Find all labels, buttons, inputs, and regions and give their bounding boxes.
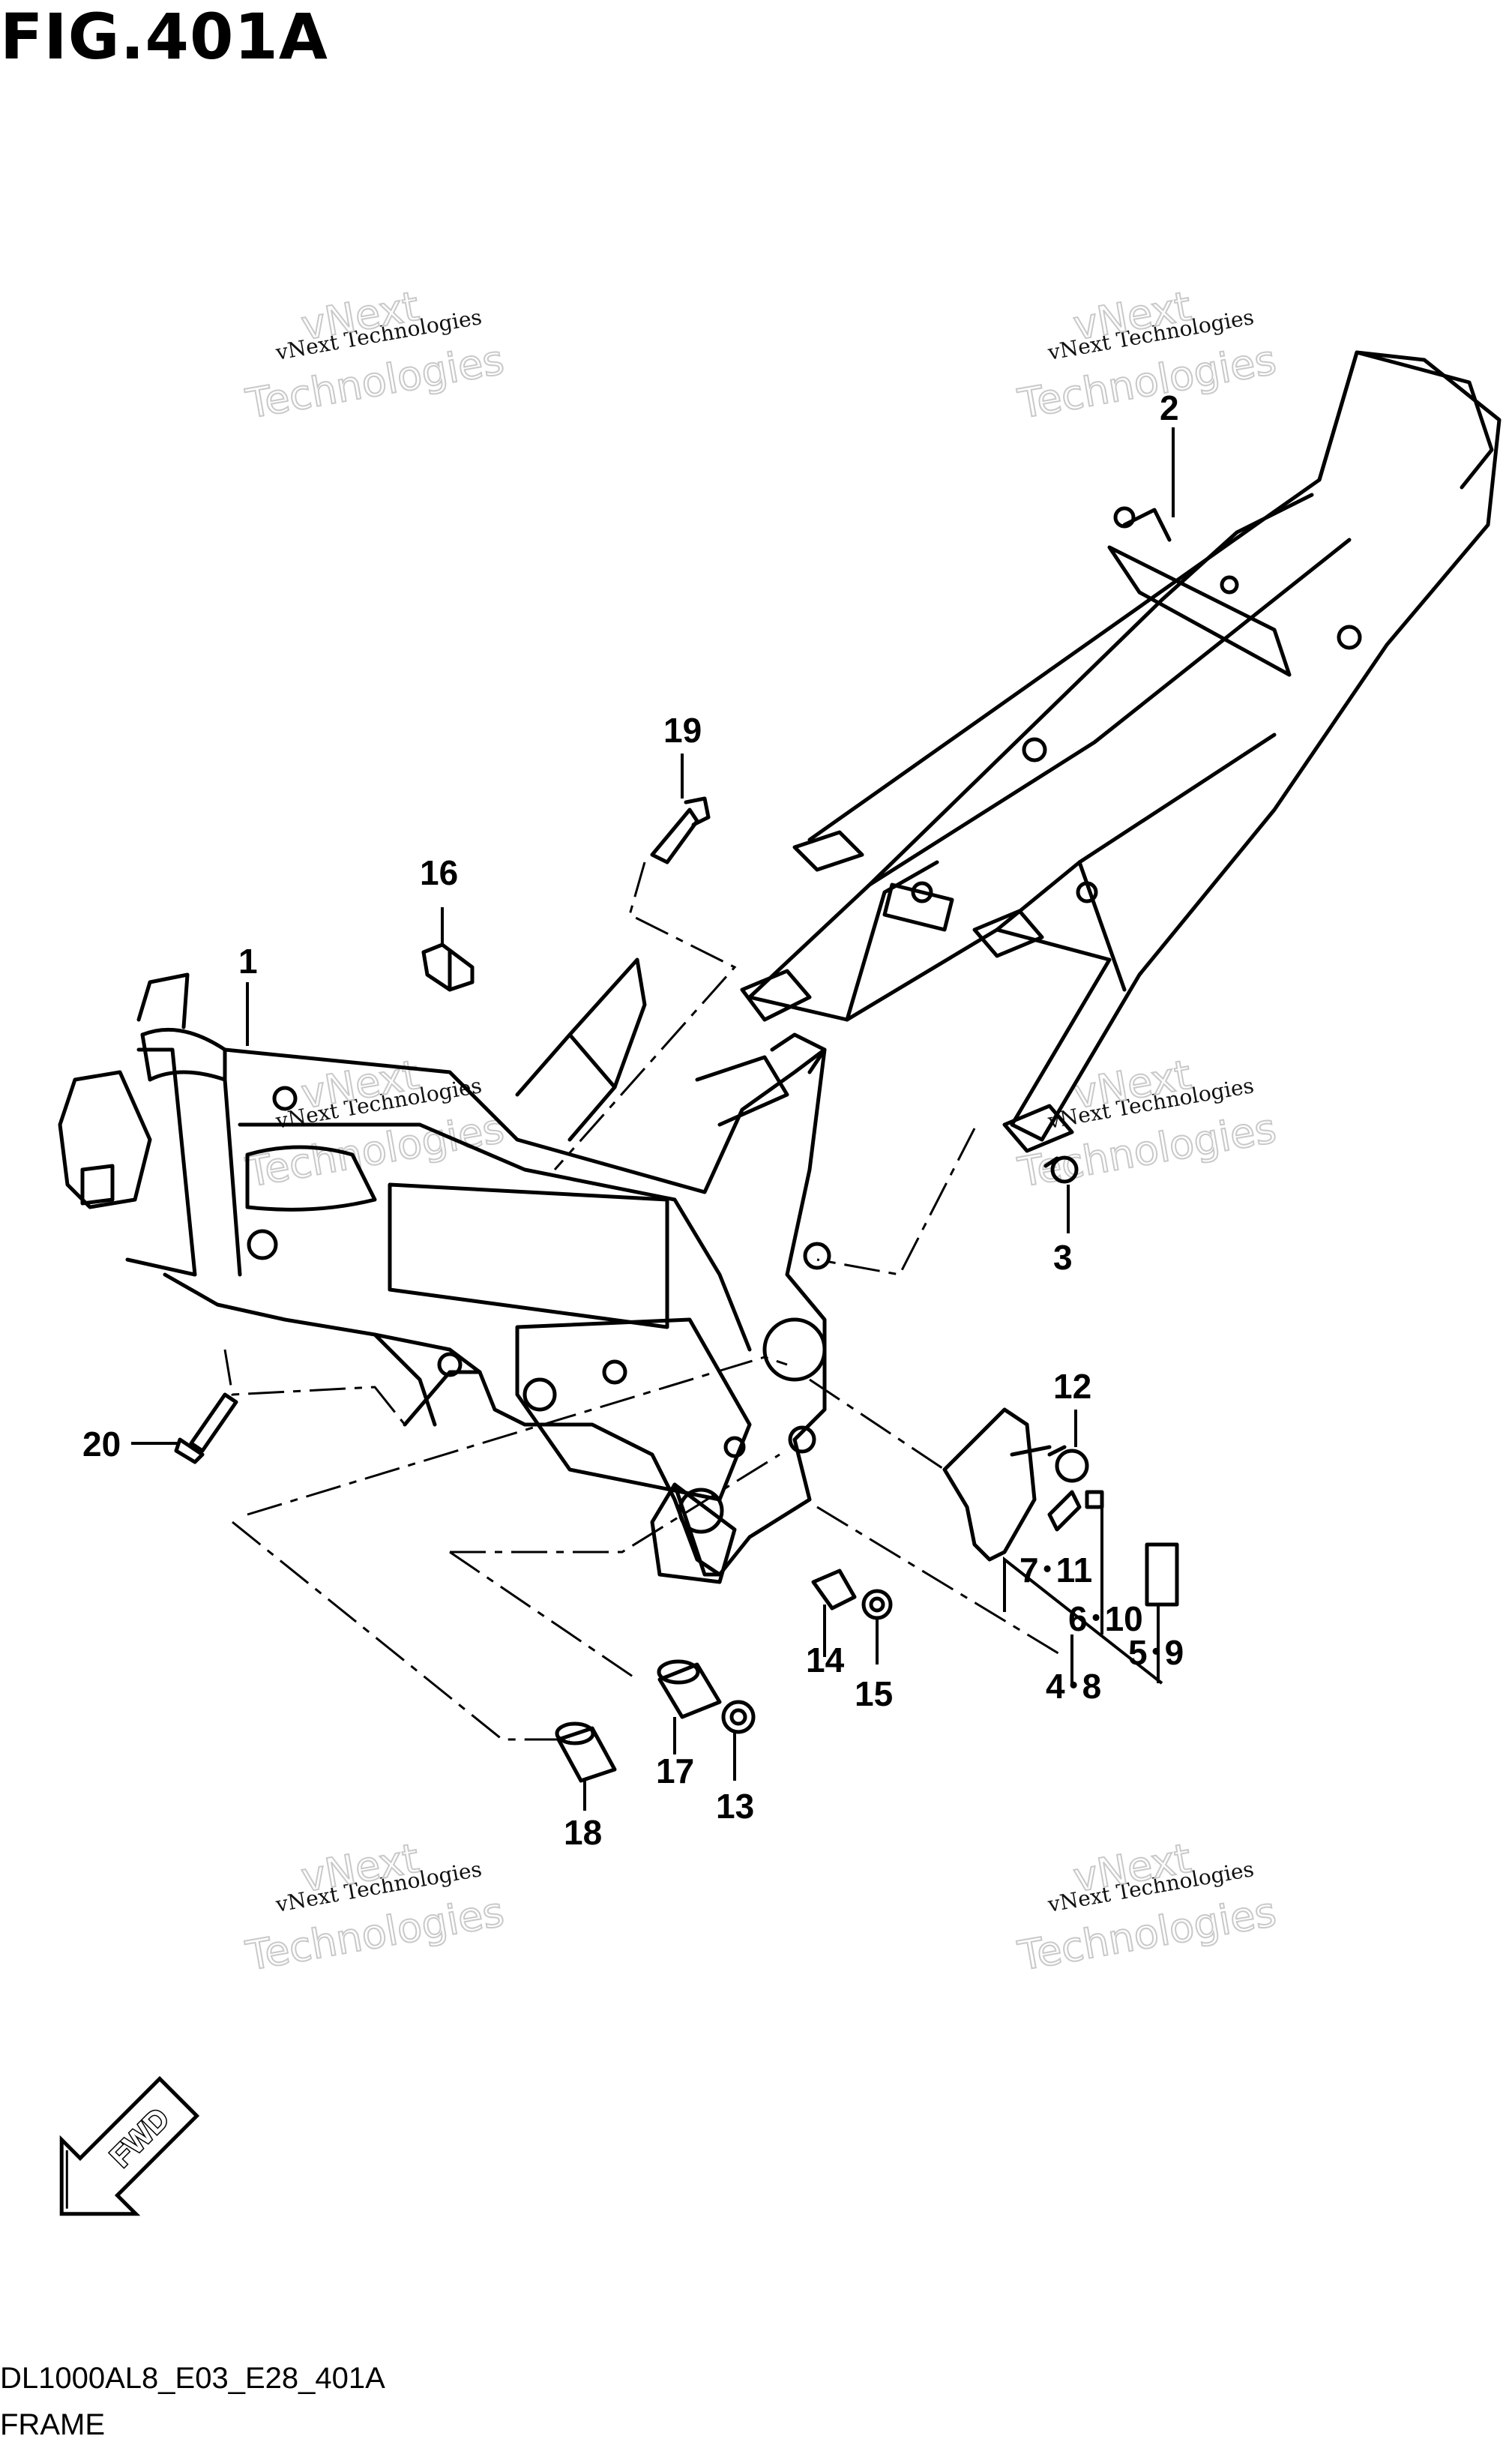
figure-code: DL1000AL8_E03_E28_401A [0, 2362, 385, 2395]
callout-3: 3 [1053, 1238, 1073, 1277]
part-3-screw [1043, 1155, 1079, 1184]
callout-labels: 1 2 3 16 19 20 12 7･11 6･10 5･9 4･8 14 1… [82, 388, 1184, 1852]
part-12-screw [1047, 1445, 1089, 1483]
callout-19: 19 [663, 711, 702, 750]
seat-rail-subframe [740, 350, 1502, 1153]
leader-lines [131, 427, 1175, 1811]
callout-5-9: 5･9 [1128, 1633, 1184, 1672]
figure-title: FIG.401A [0, 0, 328, 73]
callout-18: 18 [564, 1813, 602, 1852]
watermark-top-right: vNext Technologies vNext Technologies [1013, 282, 1280, 429]
callout-16: 16 [420, 853, 458, 892]
callout-6-10: 6･10 [1068, 1599, 1143, 1638]
part-17-collar [657, 1659, 722, 1719]
callout-17: 17 [656, 1751, 694, 1790]
part-19-bolt [650, 796, 711, 864]
watermark-mid-right: vNext Technologies vNext Technologies [1013, 1050, 1280, 1197]
part-13-nut [721, 1700, 756, 1734]
callout-4-8: 4･8 [1046, 1667, 1101, 1706]
watermark-bottom-left: vNext Technologies vNext Technologies [241, 1834, 508, 1981]
callout-15: 15 [855, 1674, 893, 1713]
figure-name: FRAME [0, 2408, 105, 2441]
callout-14: 14 [806, 1640, 845, 1679]
callout-12: 12 [1053, 1367, 1091, 1406]
watermark-bottom-right: vNext Technologies vNext Technologies [1013, 1834, 1280, 1981]
callout-20: 20 [82, 1425, 121, 1464]
callout-2: 2 [1160, 388, 1179, 427]
callout-7-11: 7･11 [1019, 1551, 1092, 1590]
watermark-mid-left: vNext Technologies vNext Technologies [241, 1050, 508, 1197]
dashed-guides [223, 861, 1065, 1741]
watermark-top-left: vNext Technologies vNext Technologies [241, 282, 508, 429]
part-18-collar [555, 1721, 617, 1783]
forward-arrow-icon: FWD [59, 2075, 200, 2216]
side-cover-bracket [942, 1407, 1179, 1607]
part-14-damper [811, 1569, 857, 1611]
callout-13: 13 [716, 1787, 754, 1826]
part-16-bushing [421, 942, 475, 992]
main-frame [58, 957, 831, 1584]
part-15-nut [861, 1589, 893, 1620]
callout-1: 1 [238, 942, 258, 981]
part-20-bolt [174, 1392, 238, 1464]
